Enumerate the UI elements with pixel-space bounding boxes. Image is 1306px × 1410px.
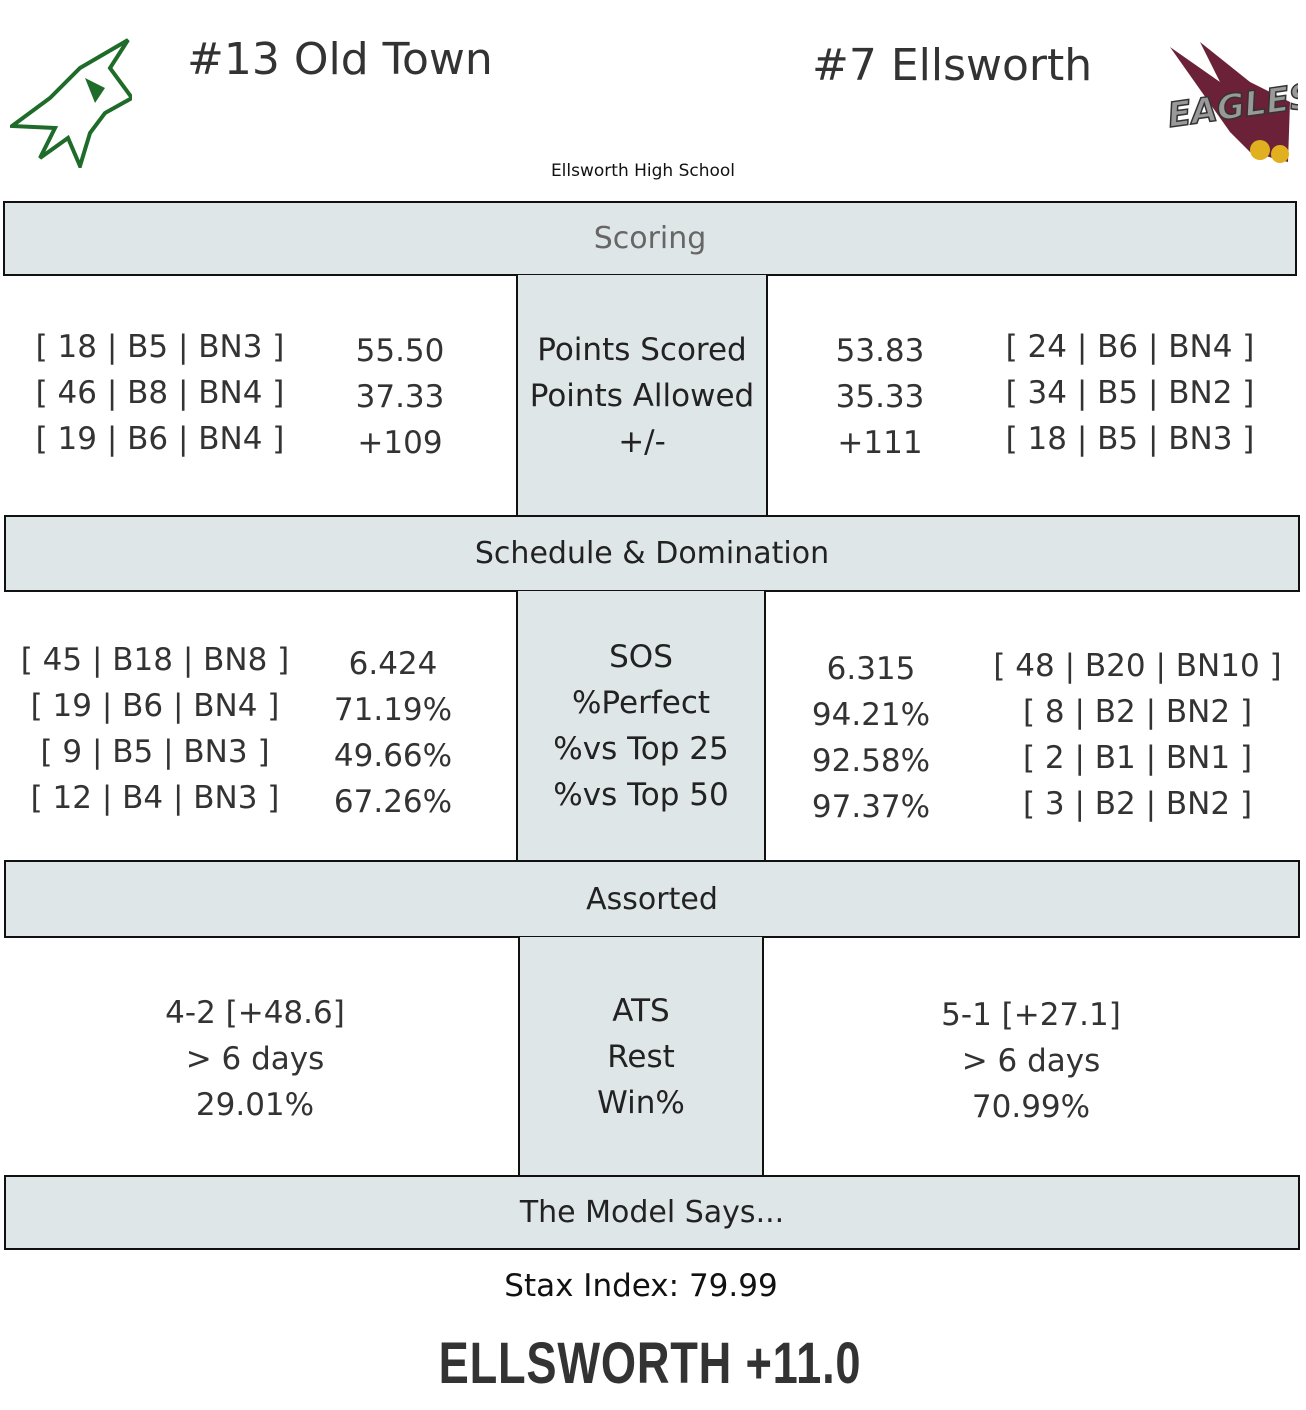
away-team-title: #7 Ellsworth — [812, 40, 1093, 91]
label-plus-minus: +/- — [618, 423, 666, 460]
venue-label: Ellsworth High School — [550, 161, 736, 181]
home-scoring-ranks: [ 18 | B5 | BN3 ] [ 46 | B8 | BN4 ] [ 19 |… — [20, 300, 300, 485]
home-schedule-ranks: [ 45 | B18 | BN8 ] [ 19 | B6 | BN4 ] [ 9 |… — [15, 636, 295, 821]
value: > 6 days — [961, 1042, 1101, 1079]
away-schedule-values: 6.315 94.21% 92.58% 97.37% — [791, 645, 951, 830]
value: 35.33 — [835, 378, 925, 415]
value: +111 — [837, 424, 923, 461]
value: 70.99% — [971, 1088, 1091, 1125]
value: 94.21% — [811, 696, 931, 733]
rank: [ 9 | B5 | BN3 ] — [40, 733, 270, 770]
rank: [ 46 | B8 | BN4 ] — [35, 374, 285, 411]
wolf-logo-icon — [10, 38, 132, 168]
rank: [ 34 | B5 | BN2 ] — [1005, 374, 1255, 411]
value: 5-1 [+27.1] — [941, 996, 1121, 1033]
value: 55.50 — [355, 332, 445, 369]
label-top50: %vs Top 50 — [553, 777, 729, 813]
schedule-header: Schedule & Domination — [4, 515, 1300, 592]
label-rest: Rest — [607, 1038, 675, 1075]
rank: [ 24 | B6 | BN4 ] — [1005, 328, 1255, 365]
rank: [ 18 | B5 | BN3 ] — [35, 328, 285, 365]
label-perfect: %Perfect — [571, 685, 711, 721]
label-top25: %vs Top 25 — [553, 731, 729, 767]
value: > 6 days — [185, 1040, 325, 1077]
home-scoring-values: 55.50 37.33 +109 — [320, 304, 480, 489]
label-points-allowed: Points Allowed — [529, 377, 755, 414]
value: 37.33 — [355, 378, 445, 415]
home-schedule-values: 6.424 71.19% 49.66% 67.26% — [313, 640, 473, 825]
label-sos: SOS — [609, 639, 673, 675]
value: 97.37% — [811, 788, 931, 825]
schedule-labels: SOS %Perfect %vs Top 25 %vs Top 50 — [516, 591, 766, 861]
away-assorted-values: 5-1 [+27.1] > 6 days 70.99% — [876, 968, 1186, 1153]
value: 67.26% — [333, 783, 453, 820]
label-points-scored: Points Scored — [537, 331, 747, 368]
rank: [ 19 | B6 | BN4 ] — [35, 420, 285, 457]
value: 92.58% — [811, 742, 931, 779]
label-ats: ATS — [612, 992, 670, 1029]
value: 49.66% — [333, 737, 453, 774]
value: 71.19% — [333, 691, 453, 728]
rank: [ 18 | B5 | BN3 ] — [1005, 420, 1255, 457]
rank: [ 2 | B1 | BN1 ] — [1022, 739, 1253, 776]
rank: [ 12 | B4 | BN3 ] — [30, 779, 280, 816]
value: 53.83 — [835, 332, 925, 369]
home-assorted-values: 4-2 [+48.6] > 6 days 29.01% — [100, 966, 410, 1151]
rank: [ 3 | B2 | BN2 ] — [1022, 785, 1253, 822]
rank: [ 19 | B6 | BN4 ] — [30, 687, 280, 724]
value: 6.424 — [348, 645, 438, 682]
scoring-labels: Points Scored Points Allowed +/- — [516, 275, 768, 516]
stax-index: Stax Index: 79.99 — [504, 1268, 778, 1304]
value: 6.315 — [826, 650, 916, 687]
rank: [ 48 | B20 | BN10 ] — [993, 647, 1282, 684]
assorted-header: Assorted — [4, 860, 1300, 938]
model-pick: ELLSWORTH +11.0 — [438, 1331, 862, 1396]
model-header: The Model Says... — [4, 1175, 1300, 1250]
away-scoring-ranks: [ 24 | B6 | BN4 ] [ 34 | B5 | BN2 ] [ 18 |… — [990, 300, 1270, 485]
value: 4-2 [+48.6] — [165, 994, 345, 1031]
value: 29.01% — [195, 1086, 315, 1123]
rank: [ 8 | B2 | BN2 ] — [1022, 693, 1253, 730]
value: +109 — [357, 424, 443, 461]
label-win-pct: Win% — [597, 1084, 685, 1121]
scoring-header: Scoring — [3, 201, 1297, 276]
eagles-logo-icon: EAGLES — [1165, 42, 1298, 163]
home-team-title: #13 Old Town — [187, 34, 493, 85]
away-schedule-ranks: [ 48 | B20 | BN10 ] [ 8 | B2 | BN2 ] [ 2 |… — [990, 642, 1285, 827]
rank: [ 45 | B18 | BN8 ] — [20, 641, 290, 678]
away-scoring-values: 53.83 35.33 +111 — [800, 304, 960, 489]
